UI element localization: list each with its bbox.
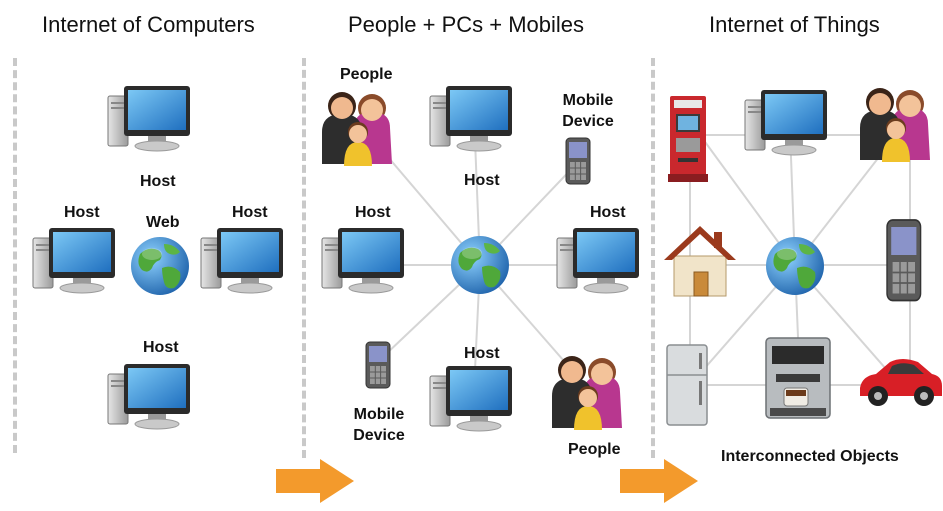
desktop-computer-icon <box>321 227 405 294</box>
host-label: Host <box>140 173 176 190</box>
panel-title-people-pcs-mobiles: People + PCs + Mobiles <box>348 12 585 37</box>
coffee-machine-icon <box>765 337 831 419</box>
arrow-icon <box>620 459 698 503</box>
mobile-phone-icon <box>365 341 391 389</box>
mobile-phone-icon <box>565 137 591 185</box>
web-label: Web <box>146 214 180 231</box>
house-icon <box>664 226 736 297</box>
people-label: People <box>340 66 393 83</box>
mobile-device-label: Mobile Device <box>562 92 614 130</box>
panel-title-computers: Internet of Computers <box>42 12 255 37</box>
family-icon <box>322 92 392 166</box>
divider-middle <box>302 58 306 458</box>
car-icon <box>860 359 942 406</box>
host-label: Host <box>464 345 500 362</box>
desktop-computer-icon <box>556 227 640 294</box>
people-label: People <box>568 441 621 458</box>
host-label: Host <box>355 204 391 221</box>
desktop-computer-icon <box>107 363 191 430</box>
panel-title-things: Internet of Things <box>709 12 880 37</box>
desktop-computer-icon <box>744 89 828 156</box>
family-icon <box>552 356 622 430</box>
divider-left <box>13 58 17 453</box>
host-label: Host <box>590 204 626 221</box>
globe-icon <box>131 237 189 295</box>
mobile-device-label: Mobile Device <box>353 406 405 444</box>
host-label: Host <box>64 204 100 221</box>
family-icon <box>860 88 930 162</box>
desktop-computer-icon <box>32 227 116 294</box>
mobile-phone-icon <box>886 219 922 302</box>
globe-icon <box>451 236 509 294</box>
interconnected-objects-caption: Interconnected Objects <box>721 448 899 465</box>
refrigerator-icon <box>666 344 708 426</box>
arrow-icon <box>276 459 354 503</box>
desktop-computer-icon <box>200 227 284 294</box>
host-label: Host <box>143 339 179 356</box>
globe-icon <box>766 237 824 295</box>
atm-icon <box>668 96 708 182</box>
divider-right <box>651 58 655 458</box>
host-label: Host <box>232 204 268 221</box>
desktop-computer-icon <box>429 365 513 432</box>
desktop-computer-icon <box>107 85 191 152</box>
host-label: Host <box>464 172 500 189</box>
desktop-computer-icon <box>429 85 513 152</box>
